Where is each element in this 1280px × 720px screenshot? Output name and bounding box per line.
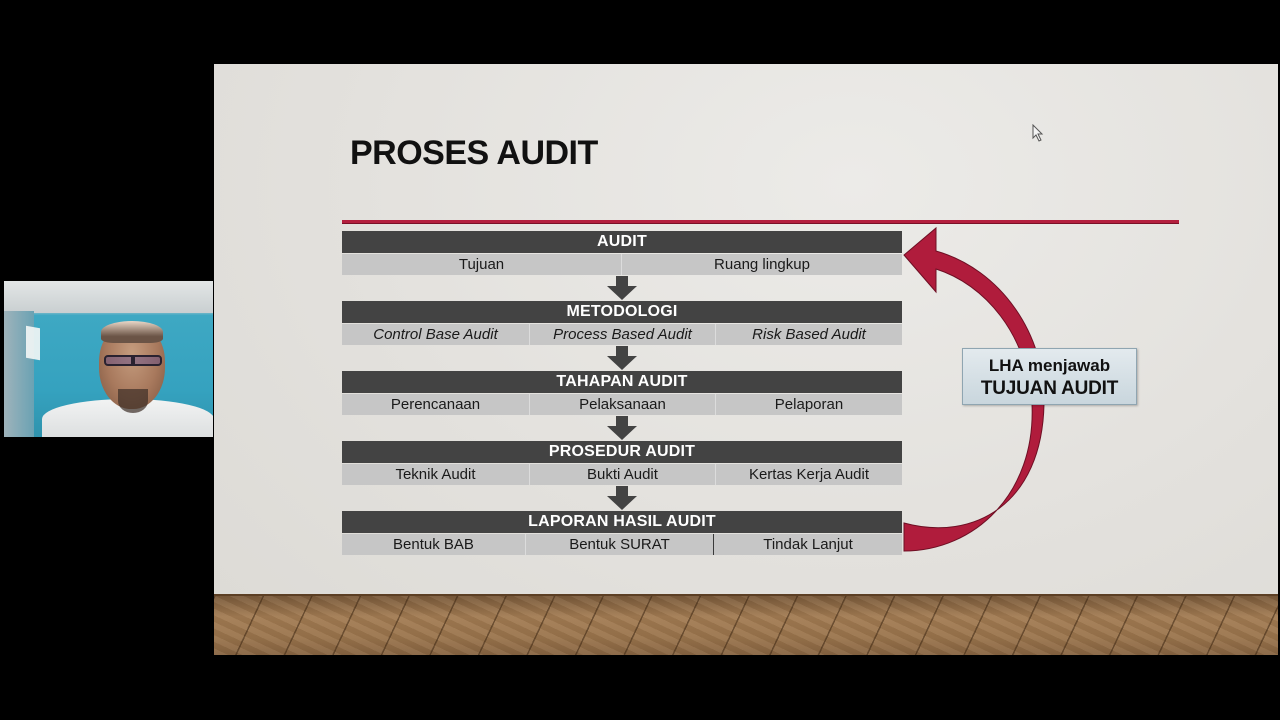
slide-title: PROSES AUDIT	[350, 134, 598, 172]
row-cells-metodologi: Control Base Audit Process Based Audit R…	[342, 324, 902, 345]
lha-callout-box: LHA menjawab TUJUAN AUDIT	[962, 348, 1137, 405]
row-header-prosedur-audit: PROSEDUR AUDIT	[342, 441, 902, 463]
row-cells-tahapan-audit: Perencanaan Pelaksanaan Pelaporan	[342, 394, 902, 415]
down-arrow-icon	[607, 346, 637, 370]
callout-line-1: LHA menjawab	[988, 356, 1111, 375]
down-arrow-icon	[607, 276, 637, 300]
presenter-glasses	[104, 355, 162, 366]
row-header-tahapan-audit: TAHAPAN AUDIT	[342, 371, 902, 393]
row-header-audit: AUDIT	[342, 231, 902, 253]
video-ceiling	[4, 281, 213, 313]
shared-slide: PROSES AUDIT AUDIT Tujuan Ruang lingkup …	[214, 64, 1278, 655]
title-underline	[342, 220, 1179, 223]
cell-kertas-kerja-audit: Kertas Kerja Audit	[716, 464, 902, 485]
cell-teknik-audit: Teknik Audit	[342, 464, 530, 485]
cell-tindak-lanjut: Tindak Lanjut	[714, 534, 902, 555]
cell-process-based-audit: Process Based Audit	[530, 324, 716, 345]
down-arrow-icon	[607, 486, 637, 510]
cell-bukti-audit: Bukti Audit	[530, 464, 716, 485]
presenter-hair	[101, 321, 163, 343]
cell-pelaksanaan: Pelaksanaan	[530, 394, 716, 415]
row-cells-laporan-hasil-audit: Bentuk BAB Bentuk SURAT Tindak Lanjut	[342, 534, 902, 555]
cell-bentuk-surat: Bentuk SURAT	[526, 534, 714, 555]
participant-video-tile[interactable]	[4, 281, 213, 437]
cell-perencanaan: Perencanaan	[342, 394, 530, 415]
row-cells-prosedur-audit: Teknik Audit Bukti Audit Kertas Kerja Au…	[342, 464, 902, 485]
cell-control-base-audit: Control Base Audit	[342, 324, 530, 345]
mouse-pointer-icon	[1032, 124, 1044, 142]
row-header-laporan-hasil-audit: LAPORAN HASIL AUDIT	[342, 511, 902, 533]
video-window-light	[26, 325, 40, 361]
row-cells-audit: Tujuan Ruang lingkup	[342, 254, 902, 275]
cell-risk-based-audit: Risk Based Audit	[716, 324, 902, 345]
cell-bentuk-bab: Bentuk BAB	[342, 534, 526, 555]
callout-line-2: TUJUAN AUDIT	[980, 378, 1119, 399]
down-arrow-icon	[607, 416, 637, 440]
presenter-beard	[118, 389, 148, 413]
cell-ruang-lingkup: Ruang lingkup	[622, 254, 902, 275]
cell-pelaporan: Pelaporan	[716, 394, 902, 415]
cell-tujuan: Tujuan	[342, 254, 622, 275]
row-header-metodologi: METODOLOGI	[342, 301, 902, 323]
wood-floor-decoration	[214, 594, 1278, 655]
